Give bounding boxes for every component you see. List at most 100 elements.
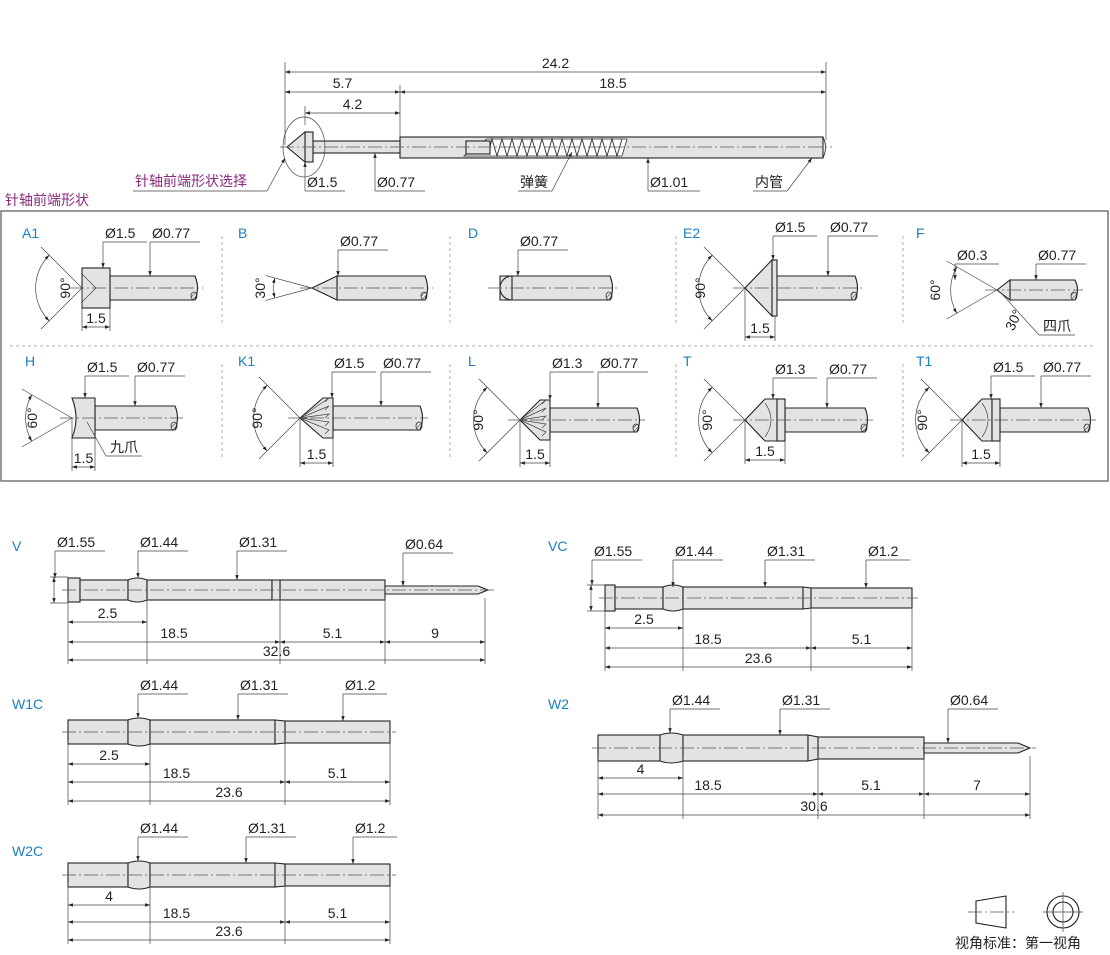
- leader-line: [551, 151, 573, 192]
- plunger-w1c-length: 5.1: [328, 765, 348, 781]
- tip-f-code: F: [916, 225, 925, 241]
- plunger-w1c-code: W1C: [12, 696, 43, 712]
- tip-section-title: 针轴前端形状: [5, 192, 89, 208]
- tip-k1-code: K1: [238, 353, 255, 369]
- angle-line: [40, 287, 83, 330]
- tip-t-code: T: [683, 353, 692, 369]
- tip-l-length: 1.5: [525, 446, 545, 462]
- angle-line: [40, 246, 83, 289]
- tip-k1-crown-tooth: [299, 417, 330, 427]
- angle-arc: [915, 386, 930, 454]
- angle-line: [703, 378, 746, 421]
- projection-legend-label: 视角标准：第一视角: [955, 935, 1081, 951]
- projection-trapezoid-icon: [975, 895, 1007, 929]
- tube-label: 内管: [755, 174, 783, 190]
- tip-h-code: H: [25, 353, 35, 369]
- tip-a1-angle: 90°: [57, 277, 73, 298]
- tip-a1-section-hatch: [190, 291, 198, 301]
- leader-line: [266, 157, 286, 192]
- plunger-w2c-length: 23.6: [215, 923, 242, 939]
- plunger-w2-segment: [682, 734, 809, 762]
- angle-line: [265, 287, 313, 301]
- tip-l-crown-tooth: [519, 419, 547, 437]
- plunger-w2-length: 30.6: [800, 798, 827, 814]
- tip-k1-angle: 90°: [249, 407, 265, 428]
- plunger-vc-length: 2.5: [634, 611, 654, 627]
- spring-label: 弹簧: [520, 174, 548, 190]
- plunger-w1c-length: 18.5: [163, 765, 190, 781]
- tip-k1-crown-tooth: [299, 417, 330, 435]
- tip-k1-section-hatch: [415, 421, 423, 431]
- plunger-vc-diameter: Ø1.31: [767, 543, 805, 559]
- angle-line: [920, 419, 963, 462]
- tip-d-section-hatch: [605, 291, 613, 301]
- angle-line: [21, 388, 73, 419]
- tip-f-angle2: 30°: [1002, 307, 1025, 333]
- tip-f-note: 四爪: [1043, 318, 1071, 334]
- plunger-vc-code: VC: [548, 538, 567, 554]
- angle-arc: [271, 277, 276, 299]
- tip-select-label: 针轴前端形状选择: [135, 173, 247, 189]
- tip-h-section-hatch: [170, 421, 178, 431]
- tip-h-shaft-diameter: Ø0.77: [137, 359, 175, 375]
- angle-line: [946, 289, 998, 320]
- tip-l-crown-tooth: [519, 419, 547, 429]
- tip-t1-shaft-diameter: Ø0.77: [1043, 359, 1081, 375]
- angle-arc: [253, 384, 268, 452]
- tip-l-crown-tooth: [519, 399, 547, 421]
- angle-line: [946, 260, 998, 291]
- tip-a1-length: 1.5: [86, 310, 106, 326]
- angle-arc: [473, 386, 488, 454]
- tip-e2-shaft-diameter: Ø0.77: [830, 219, 868, 235]
- tip-l-section-hatch: [632, 423, 640, 433]
- tip-b-angle: 30°: [252, 277, 268, 298]
- tip-l-crown-tooth: [519, 415, 548, 421]
- tip-l-code: L: [468, 353, 476, 369]
- plunger-w2-code: W2: [548, 696, 569, 712]
- tip-d-shaft-diameter: Ø0.77: [520, 233, 558, 249]
- plunger-v-length: 5.1: [323, 625, 343, 641]
- plunger-v-length: 9: [431, 625, 439, 641]
- plunger-w2-diameter: Ø1.31: [782, 692, 820, 708]
- plunger-vc-length: 18.5: [694, 631, 721, 647]
- angle-line: [258, 376, 301, 419]
- plunger-w2-length: 5.1: [861, 777, 881, 793]
- plunger-v-segment: [146, 579, 273, 601]
- plunger-w2c-code: W2C: [12, 843, 43, 859]
- tip-a1-head-diameter: Ø1.5: [105, 225, 136, 241]
- angle-line: [703, 287, 746, 330]
- plunger-w2c-length: 4: [105, 888, 113, 904]
- tip-a1-code: A1: [22, 225, 39, 241]
- angle-arc: [25, 394, 33, 442]
- tip-b-shaft-diameter: Ø0.77: [340, 233, 378, 249]
- plunger-vc-diameter: Ø1.2: [868, 543, 899, 559]
- tip-t1-angle: 90°: [914, 409, 930, 430]
- angle-line: [265, 275, 313, 289]
- tip-h-head-diameter: Ø1.5: [87, 359, 118, 375]
- shaft-diameter-label: Ø0.77: [377, 174, 415, 190]
- angle-line: [703, 246, 746, 289]
- tip-k1-head-diameter: Ø1.5: [334, 355, 365, 371]
- plunger-w2-length: 4: [637, 761, 645, 777]
- plunger-vc-length: 23.6: [745, 650, 772, 666]
- tip-t-shaft-diameter: Ø0.77: [829, 361, 867, 377]
- tip-f-angle: 60°: [927, 279, 943, 300]
- tube-diameter-label: Ø1.01: [650, 174, 688, 190]
- angle-line: [478, 378, 521, 421]
- plunger-v-diameter: Ø1.31: [239, 534, 277, 550]
- tip-l-head-diameter: Ø1.3: [552, 355, 583, 371]
- plunger-tail: [465, 140, 491, 155]
- tip-d-code: D: [468, 225, 478, 241]
- tip-e2-code: E2: [683, 225, 700, 241]
- tip-t-head-diameter: Ø1.3: [775, 361, 806, 377]
- tip-k1-crown-tooth: [299, 413, 330, 419]
- tip-t-length: 1.5: [755, 443, 775, 459]
- tip-t1-section-hatch: [1083, 423, 1091, 433]
- angle-line: [21, 417, 73, 448]
- plunger-w2c-diameter: Ø1.2: [355, 820, 386, 836]
- plunger-v-length: 18.5: [160, 625, 187, 641]
- angle-line: [478, 419, 521, 462]
- plunger-w2c-length: 5.1: [328, 905, 348, 921]
- plunger-vc-diameter: Ø1.55: [594, 543, 632, 559]
